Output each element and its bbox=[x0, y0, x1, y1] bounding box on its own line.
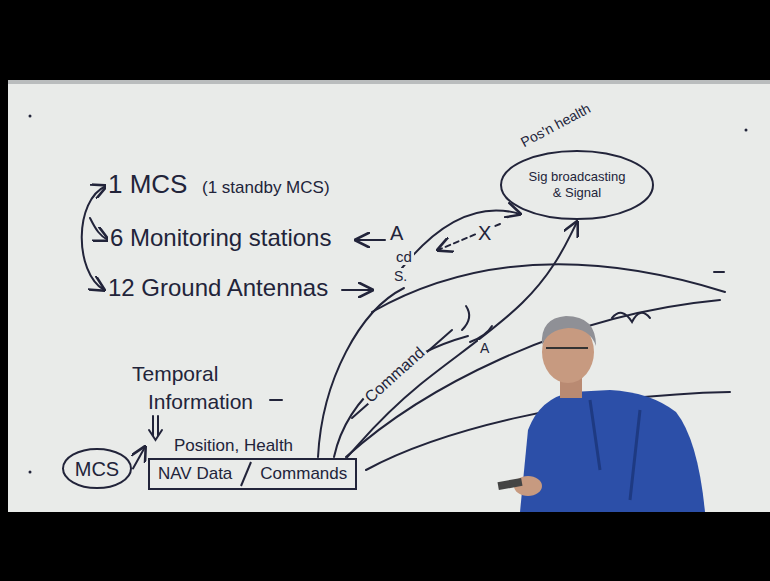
right-arrow bbox=[342, 289, 372, 291]
letter-mark: A bbox=[478, 340, 491, 356]
ink-dot bbox=[29, 471, 32, 474]
satellite-mark bbox=[462, 306, 492, 342]
marker-pen bbox=[497, 478, 522, 490]
bracket-arrow bbox=[82, 186, 106, 290]
lecturer bbox=[497, 316, 705, 512]
whiteboard-frame bbox=[8, 80, 770, 84]
note-text: Temporal bbox=[130, 362, 220, 386]
box-text: Commands bbox=[252, 460, 355, 488]
uplink-line bbox=[334, 336, 468, 457]
slash-stroke bbox=[241, 462, 251, 486]
connector-arrow bbox=[347, 222, 577, 457]
lecturer-hair bbox=[542, 316, 596, 346]
satellite-mark bbox=[612, 313, 650, 322]
note-text: Information bbox=[146, 390, 255, 414]
dash-mark bbox=[270, 399, 282, 401]
ink-dot bbox=[29, 115, 32, 118]
letter-mark: S. bbox=[392, 268, 409, 284]
slash-divider bbox=[240, 460, 252, 488]
orbit-arc bbox=[402, 210, 520, 268]
box-text: NAV Data bbox=[150, 460, 240, 488]
lecturer-shirt bbox=[520, 390, 705, 512]
letterbox-top bbox=[0, 0, 770, 80]
connector-arrow bbox=[133, 447, 145, 469]
lecturer-shirt-fold bbox=[590, 400, 640, 500]
command-line bbox=[352, 330, 452, 418]
note-text: Pos'n health bbox=[516, 99, 595, 151]
double-down-arrow bbox=[149, 416, 162, 440]
ellipse-stroke bbox=[501, 151, 653, 219]
nav-data-box: Position, HealthNAV Data Commands bbox=[148, 436, 357, 490]
lecturer-glasses bbox=[546, 347, 588, 349]
segment-count: 1 MCS bbox=[106, 170, 189, 200]
ellipse-text: MCS bbox=[75, 457, 119, 481]
segment-count: 12 Ground Antennas bbox=[106, 274, 330, 302]
box-heading: Position, Health bbox=[148, 436, 357, 458]
line-label: Command bbox=[360, 342, 430, 408]
letterbox-bottom bbox=[0, 512, 770, 581]
dash-mark bbox=[714, 271, 724, 273]
whiteboard bbox=[8, 80, 770, 512]
left-arrow bbox=[356, 239, 385, 241]
bracket-arrow bbox=[90, 218, 108, 240]
box-outline: NAV Data Commands bbox=[148, 458, 357, 490]
letter-mark: A bbox=[388, 222, 405, 245]
letter-mark: X bbox=[476, 222, 493, 245]
letter-mark: cd bbox=[394, 248, 414, 265]
mcs-circle: MCS bbox=[62, 448, 132, 489]
standby-note: (1 standby MCS) bbox=[200, 178, 332, 198]
ellipse-stroke bbox=[63, 449, 131, 488]
broadcast-ellipse: Sig broadcasting & Signal bbox=[500, 150, 654, 220]
segment-count: 6 Monitoring stations bbox=[108, 224, 333, 252]
ink-dot bbox=[745, 129, 748, 132]
ellipse-text: Sig broadcasting & Signal bbox=[525, 169, 629, 200]
